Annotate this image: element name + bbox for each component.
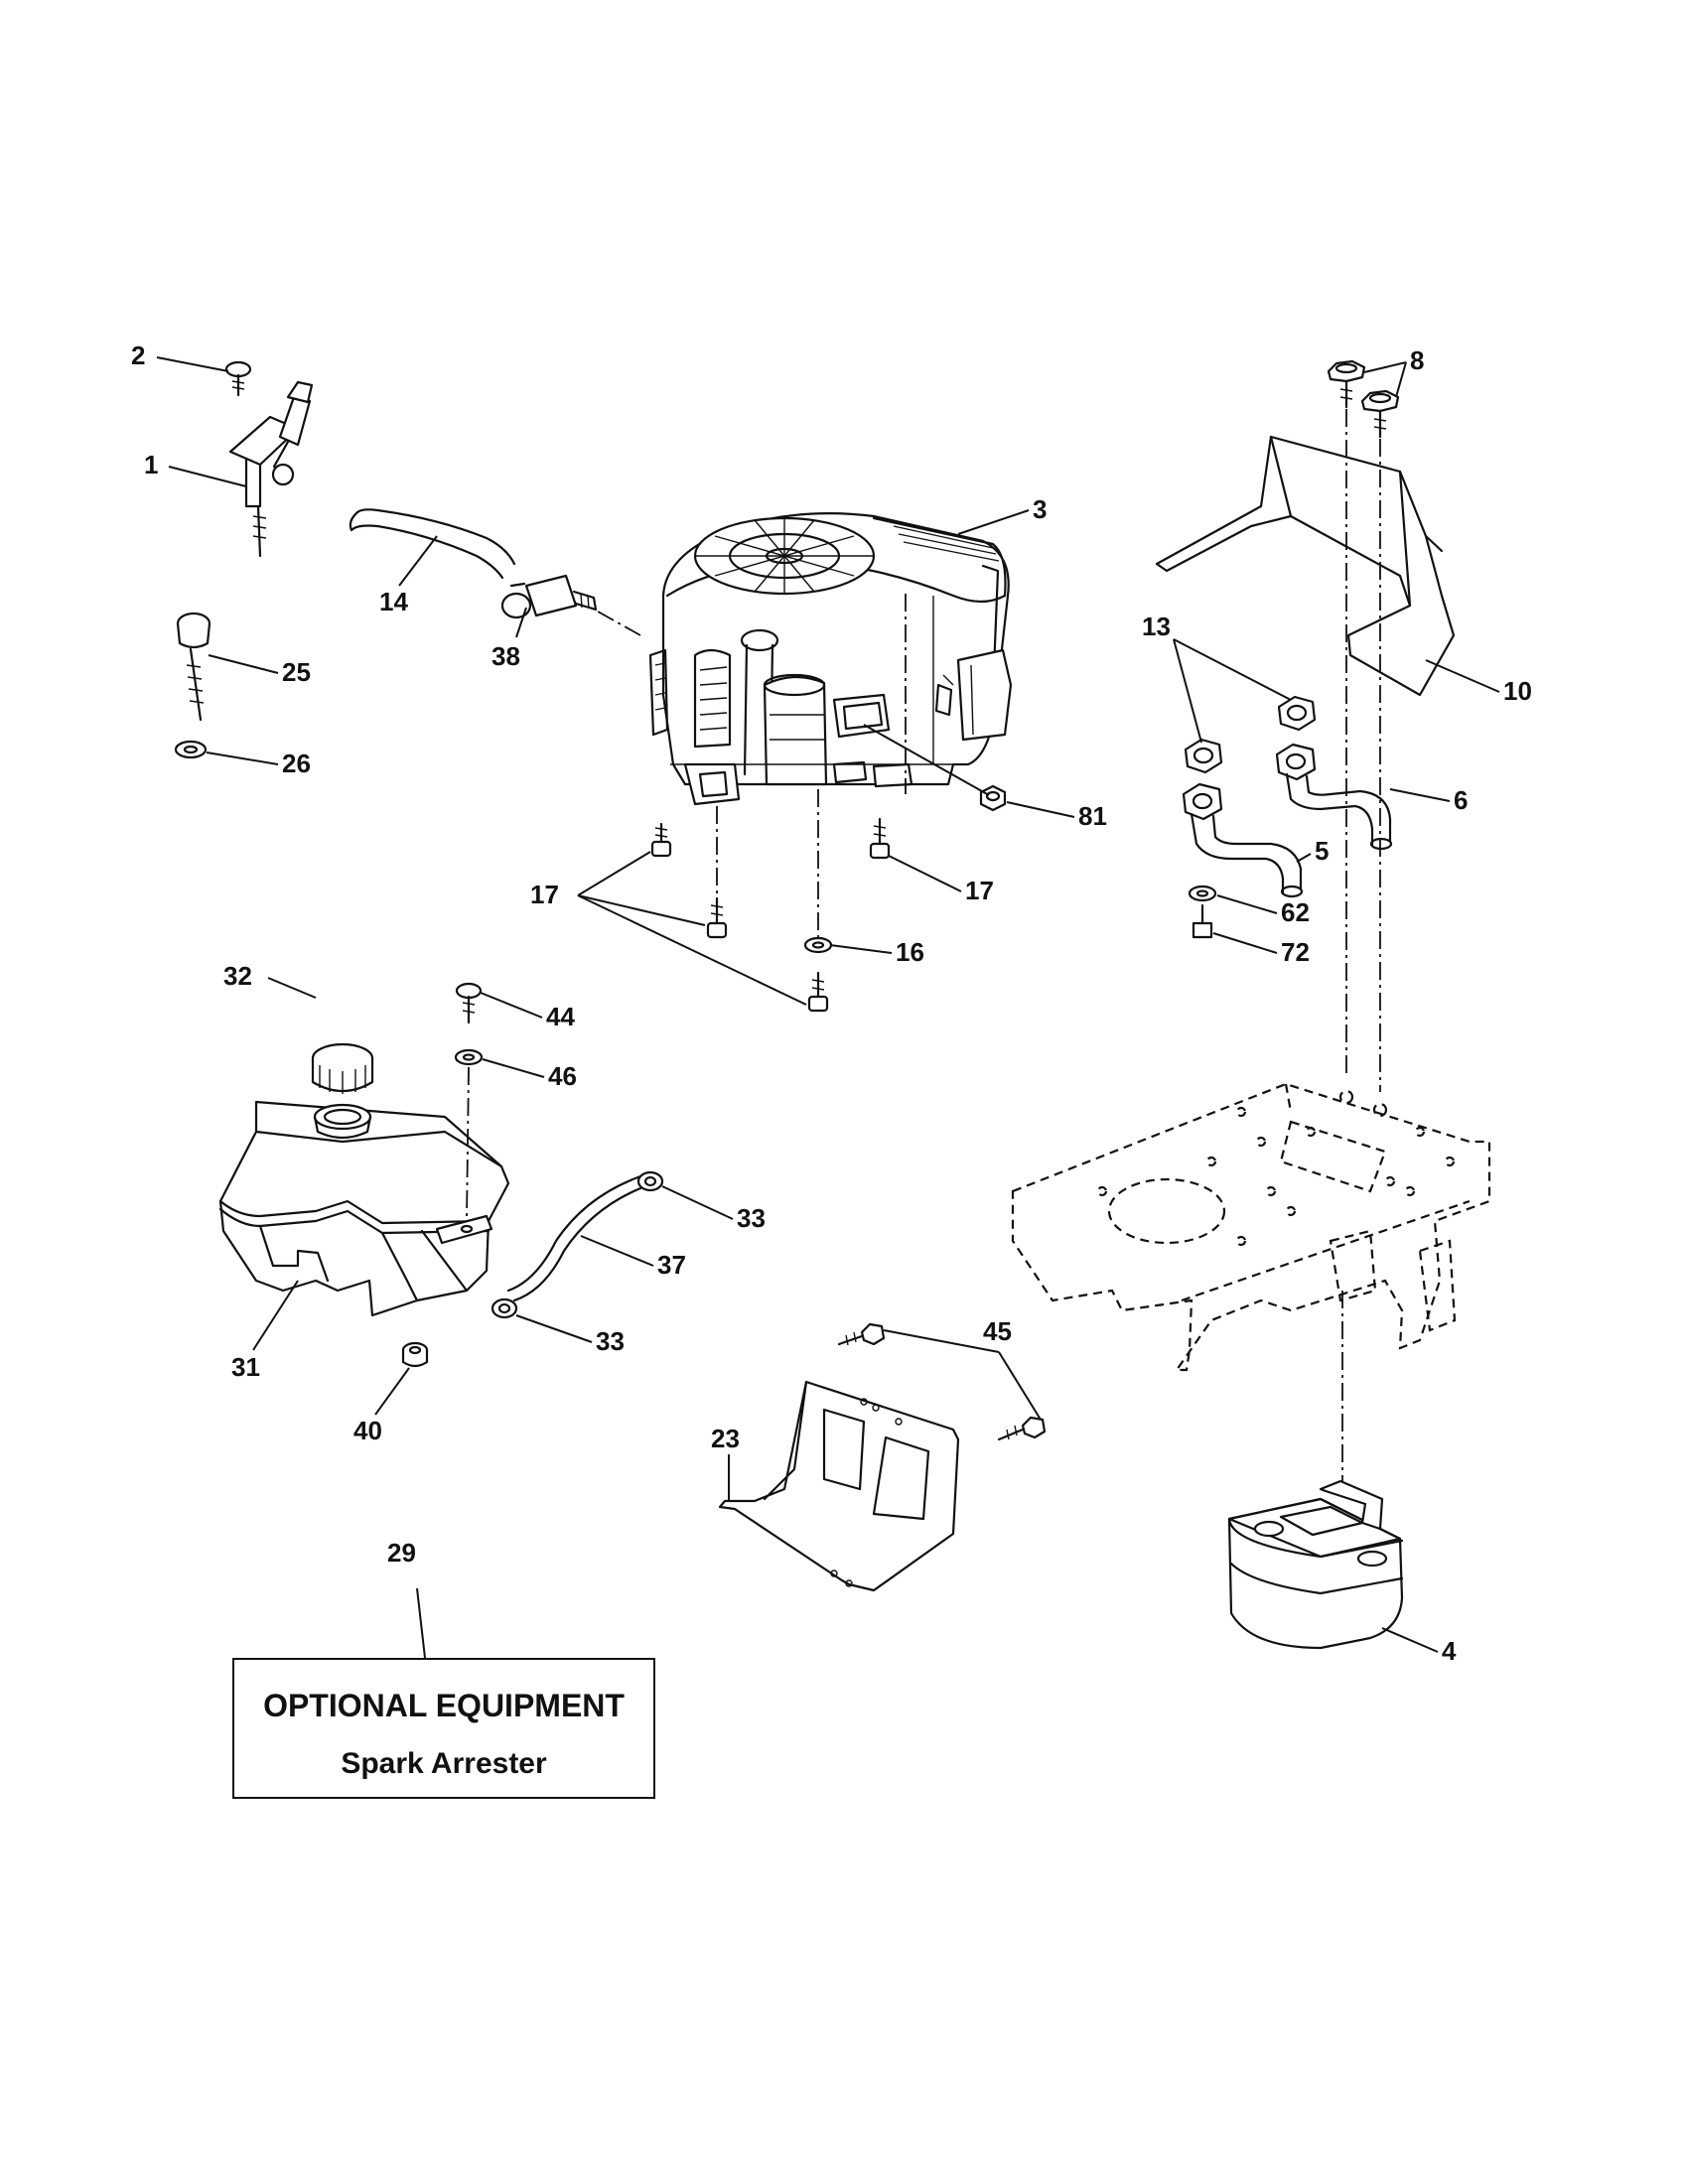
callout-25: 25 <box>282 657 311 687</box>
part-81-nut <box>979 784 1007 812</box>
part-14-fuel-hose <box>349 508 516 580</box>
callout-26: 26 <box>282 749 311 778</box>
callout-23: 23 <box>711 1424 740 1453</box>
callout-6: 6 <box>1454 785 1468 815</box>
callout-37: 37 <box>657 1250 686 1280</box>
callout-29: 29 <box>387 1538 416 1568</box>
centerline-fuel-filter <box>590 607 641 636</box>
callout-62: 62 <box>1281 897 1310 927</box>
callout-4: 4 <box>1442 1636 1457 1666</box>
part-16-washer <box>803 936 833 954</box>
callout-38: 38 <box>491 641 520 671</box>
part-40-bushing <box>401 1341 429 1368</box>
part-45-screw-lower <box>997 1416 1047 1441</box>
part-8-bolt-b <box>1360 389 1400 439</box>
part-33-clamp-lower <box>491 1297 518 1319</box>
leader-lines <box>156 356 1500 1659</box>
part-17-bolt-b <box>706 896 728 939</box>
callout-72: 72 <box>1281 937 1310 967</box>
part-25-dipstick <box>176 612 211 722</box>
part-6-exhaust-pipe <box>1275 743 1393 851</box>
part-44-screw <box>455 982 483 1024</box>
part-33-clamp-upper <box>636 1170 664 1192</box>
callout-81: 81 <box>1078 801 1107 831</box>
part-62-washer <box>1188 885 1217 902</box>
part-38-fuel-filter <box>500 574 598 619</box>
callout-8: 8 <box>1410 345 1424 375</box>
part-5-exhaust-pipe <box>1182 782 1304 898</box>
callout-32: 32 <box>223 961 252 991</box>
callout-44: 44 <box>546 1002 575 1031</box>
part-37-fuel-line <box>506 1174 647 1302</box>
part-17-bolt-c <box>807 971 829 1013</box>
callout-labels: 2 1 3 4 5 6 8 10 13 14 16 17 17 23 25 26… <box>131 341 1532 1666</box>
callout-31: 31 <box>231 1352 260 1382</box>
callout-1: 1 <box>144 450 158 479</box>
part-45-screw-upper <box>837 1322 886 1346</box>
callout-14: 14 <box>379 587 408 616</box>
callout-45: 45 <box>983 1316 1012 1346</box>
part-72-bolt <box>1192 903 1213 939</box>
callout-17-left: 17 <box>530 880 559 909</box>
callout-13: 13 <box>1142 612 1171 641</box>
part-2-screw <box>224 360 252 397</box>
part-8-bolt-a <box>1327 359 1366 409</box>
part-23-shield-plate <box>718 1380 960 1592</box>
part-26-washer <box>174 740 208 759</box>
callout-3: 3 <box>1033 494 1047 524</box>
part-46-washer <box>454 1048 484 1066</box>
callout-16: 16 <box>896 937 924 967</box>
part-31-fuel-tank <box>218 1100 510 1317</box>
part-13-gasket-a <box>1184 738 1223 774</box>
part-10-heat-shield <box>1155 435 1456 697</box>
part-32-fuel-cap <box>311 1042 374 1094</box>
part-4-muffler <box>1227 1479 1404 1650</box>
part-1-throttle-control <box>228 380 314 558</box>
callout-33-upper: 33 <box>737 1203 766 1233</box>
callout-46: 46 <box>548 1061 577 1091</box>
optional-equipment-box: OPTIONAL EQUIPMENT Spark Arrester <box>232 1658 655 1799</box>
callout-33-lower: 33 <box>596 1326 625 1356</box>
frame-reference <box>1011 1082 1491 1372</box>
spark-arrester-label: Spark Arrester <box>341 1747 547 1780</box>
part-17-bolt-d <box>869 817 891 860</box>
centerline-tank-screw <box>466 1066 470 1222</box>
part-3-engine <box>648 512 1013 806</box>
part-17-bolt-a <box>650 822 672 858</box>
callout-40: 40 <box>353 1416 382 1445</box>
callout-17-right: 17 <box>965 876 994 905</box>
callout-10: 10 <box>1503 676 1532 706</box>
callout-2: 2 <box>131 341 145 370</box>
callout-5: 5 <box>1315 836 1329 866</box>
part-13-gasket-b <box>1277 695 1317 732</box>
optional-equipment-title: OPTIONAL EQUIPMENT <box>263 1688 625 1723</box>
